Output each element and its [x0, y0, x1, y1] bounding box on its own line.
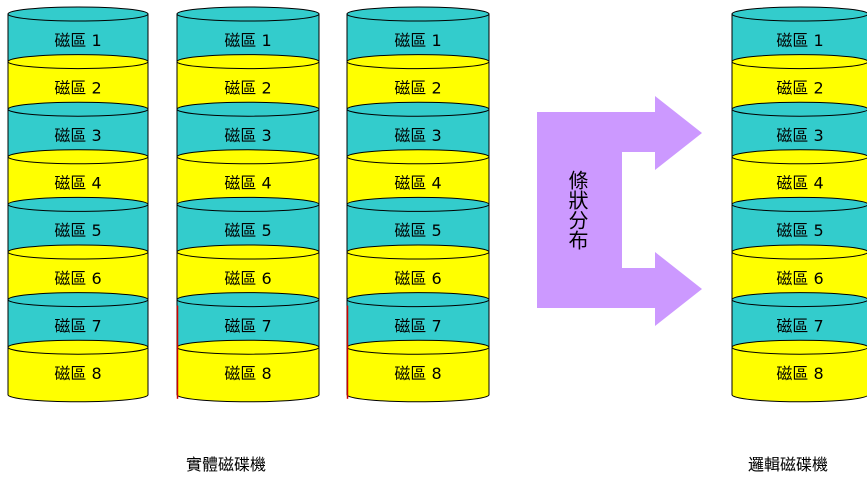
disk-segment: 磁區 1	[7, 6, 149, 70]
disk-segment: 磁區 8	[346, 339, 490, 403]
segment-label: 磁區 2	[224, 78, 271, 97]
physical-disk-3: 磁區 1 磁區 2 磁區 3 磁區 4 磁區 5 磁區 6 磁區 7 磁區 8	[346, 6, 490, 403]
disk-segment: 磁區 3	[731, 101, 867, 165]
segment-label: 磁區 3	[776, 126, 823, 145]
segment-label: 磁區 6	[224, 269, 271, 288]
segment-label: 磁區 5	[224, 221, 271, 240]
disk-segment: 磁區 2	[731, 54, 867, 117]
disks: 磁區 1 磁區 2 磁區 3 磁區 4 磁區 5 磁區 6 磁區 7 磁區 8 磁區 1 磁區 2…	[7, 6, 867, 403]
disk-segment: 磁區 2	[7, 54, 149, 117]
disk-segment: 磁區 7	[731, 292, 867, 355]
segment-label: 磁區 5	[54, 221, 101, 240]
segment-label: 磁區 3	[394, 126, 441, 145]
arrow-label: 條狀分布	[565, 170, 589, 250]
striping-arrow: 條狀分布	[537, 96, 702, 326]
segment-label: 磁區 7	[224, 316, 271, 335]
segment-label: 磁區 4	[54, 174, 101, 193]
segment-label: 磁區 1	[394, 31, 441, 50]
disk-segment: 磁區 6	[176, 244, 320, 308]
segment-label: 磁區 3	[224, 126, 271, 145]
segment-label: 磁區 6	[776, 269, 823, 288]
disk-segment: 磁區 5	[346, 196, 490, 260]
segment-label: 磁區 6	[54, 269, 101, 288]
disk-segment: 磁區 3	[7, 101, 149, 165]
segment-label: 磁區 2	[394, 78, 441, 97]
physical-disk-1: 磁區 1 磁區 2 磁區 3 磁區 4 磁區 5 磁區 6 磁區 7 磁區 8	[7, 6, 149, 403]
disk-segment: 磁區 1	[176, 6, 320, 70]
segment-label: 磁區 4	[224, 174, 271, 193]
segment-label: 磁區 2	[776, 78, 823, 97]
segment-label: 磁區 4	[394, 174, 441, 193]
disk-segment: 磁區 2	[346, 54, 490, 117]
segment-label: 磁區 5	[394, 221, 441, 240]
disk-segment: 磁區 5	[176, 196, 320, 260]
segment-label: 磁區 8	[54, 364, 101, 383]
disk-segment: 磁區 3	[346, 101, 490, 165]
disk-segment: 磁區 5	[7, 196, 149, 260]
disk-segment: 磁區 8	[176, 339, 320, 403]
segment-label: 磁區 3	[54, 126, 101, 145]
disk-segment: 磁區 1	[731, 6, 867, 70]
segment-label: 磁區 1	[224, 31, 271, 50]
disk-segment: 磁區 7	[346, 292, 490, 355]
double-arrow-shape	[537, 96, 702, 326]
segment-label: 磁區 1	[776, 31, 823, 50]
segment-label: 磁區 2	[54, 78, 101, 97]
disk-segment: 磁區 4	[731, 149, 867, 212]
disk-segment: 磁區 7	[7, 292, 149, 355]
disk-segment: 磁區 8	[7, 339, 149, 403]
logical-disk: 磁區 1 磁區 2 磁區 3 磁區 4 磁區 5 磁區 6 磁區 7 磁區 8	[731, 6, 867, 403]
segment-label: 磁區 8	[776, 364, 823, 383]
segment-label: 磁區 1	[54, 31, 101, 50]
disk-segment: 磁區 7	[176, 292, 320, 355]
disk-segment: 磁區 6	[731, 244, 867, 308]
disk-segment: 磁區 8	[731, 339, 867, 403]
segment-label: 磁區 7	[54, 316, 101, 335]
physical-disk-2: 磁區 1 磁區 2 磁區 3 磁區 4 磁區 5 磁區 6 磁區 7 磁區 8	[176, 6, 320, 403]
segment-label: 磁區 6	[394, 269, 441, 288]
segment-label: 磁區 8	[224, 364, 271, 383]
caption-logical-disk: 邏輯磁碟機	[748, 455, 829, 474]
segment-label: 磁區 4	[776, 174, 823, 193]
disk-segment: 磁區 1	[346, 6, 490, 70]
caption-physical-disks: 實體磁碟機	[186, 455, 267, 474]
segment-label: 磁區 5	[776, 221, 823, 240]
segment-label: 磁區 8	[394, 364, 441, 383]
segment-label: 磁區 7	[394, 316, 441, 335]
segment-label: 磁區 7	[776, 316, 823, 335]
disk-segment: 磁區 4	[346, 149, 490, 212]
disk-segment: 磁區 4	[176, 149, 320, 212]
